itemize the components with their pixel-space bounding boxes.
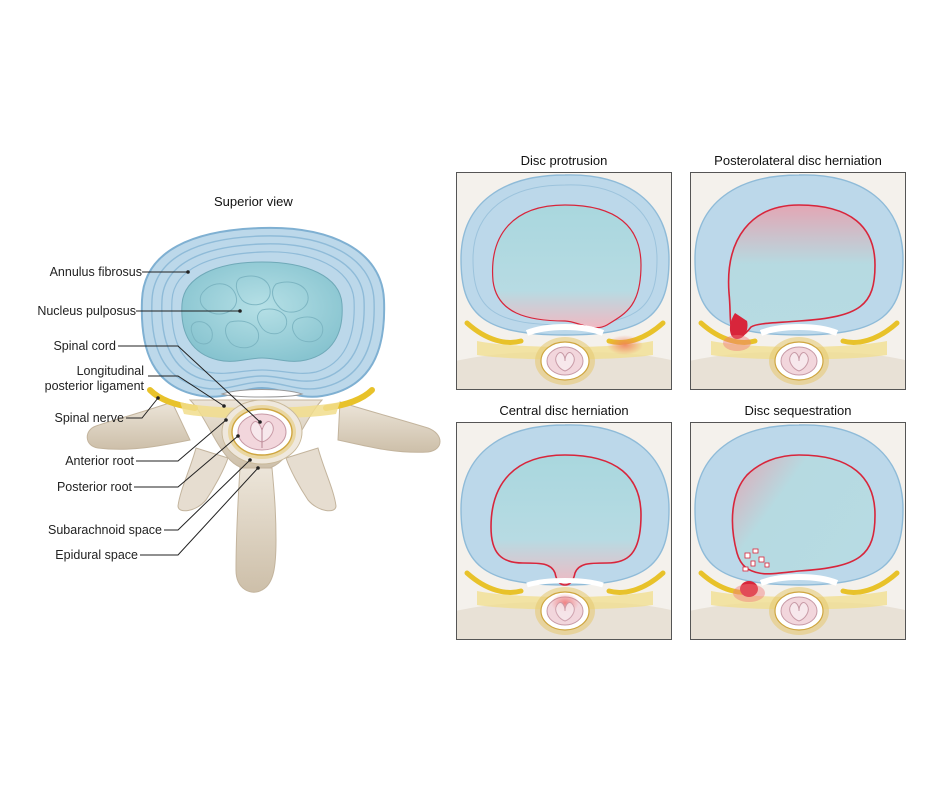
panel-central-illustration: [457, 424, 671, 639]
label-posterior-root: Posterior root: [56, 480, 132, 494]
panel-posterolateral-herniation: [690, 172, 906, 390]
label-ligament-line2: posterior ligament: [44, 379, 144, 393]
panel-posterolateral-illustration: [691, 174, 905, 389]
label-anterior-root: Anterior root: [65, 454, 134, 468]
panel-disc-protrusion: [456, 172, 672, 390]
label-epidural-space: Epidural space: [55, 548, 138, 562]
label-annulus-fibrosus: Annulus fibrosus: [49, 265, 142, 279]
panel-title-posterolateral: Posterolateral disc herniation: [714, 153, 882, 168]
nucleus-pulposus: [181, 261, 343, 362]
leader-lines: [118, 271, 261, 556]
intervertebral-disc: [140, 226, 386, 398]
panel-title-sequestration: Disc sequestration: [744, 403, 852, 418]
spinal-canal: [221, 399, 303, 465]
ligament-crescent: [220, 389, 304, 398]
label-spinal-nerve: Spinal nerve: [54, 411, 125, 425]
label-ligament-line1: Longitudinal: [76, 364, 144, 378]
panel-title-disc-protrusion: Disc protrusion: [520, 153, 608, 168]
superior-view-title: Superior view: [214, 194, 293, 209]
panel-title-central: Central disc herniation: [499, 403, 629, 418]
label-nucleus-pulposus: Nucleus pulposus: [37, 304, 136, 318]
label-spinal-cord: Spinal cord: [53, 339, 116, 353]
label-subarachnoid-space: Subarachnoid space: [48, 523, 162, 537]
panel-sequestration-illustration: [691, 424, 905, 639]
panel-disc-protrusion-illustration: [457, 174, 671, 389]
panel-central-herniation: [456, 422, 672, 640]
panel-disc-sequestration: [690, 422, 906, 640]
